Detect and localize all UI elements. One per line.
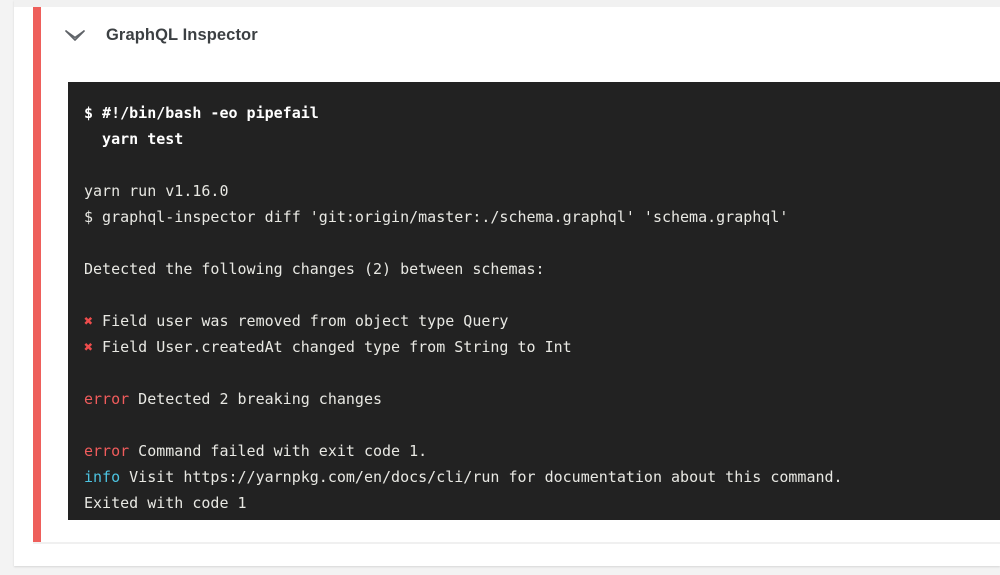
log-line: Detected the following changes (2) betwe… [84, 260, 545, 278]
chevron-down-icon[interactable] [62, 22, 88, 48]
log-line [84, 412, 990, 438]
log-line-text: Field User.createdAt changed type from S… [93, 338, 572, 356]
log-line-text: Command failed with exit code 1. [129, 442, 428, 460]
log-line: error Command failed with exit code 1. [84, 438, 990, 464]
log-tag-error: error [84, 442, 130, 460]
page-title: GraphQL Inspector [106, 25, 258, 44]
log-line: info Visit https://yarnpkg.com/en/docs/c… [84, 464, 990, 490]
log-line-text: Field user was removed from object type … [93, 312, 509, 330]
log-line: ✖ Field user was removed from object typ… [84, 308, 990, 334]
left-gutter [0, 0, 14, 575]
log-line [84, 152, 990, 178]
step-status-bar [33, 7, 41, 542]
log-tag-info: info [84, 468, 121, 486]
error-x-icon: ✖ [84, 312, 94, 330]
log-line: ✖ Field User.createdAt changed type from… [84, 334, 990, 360]
log-line-text: Visit https://yarnpkg.com/en/docs/cli/ru… [120, 468, 843, 486]
log-line: error Detected 2 breaking changes [84, 386, 990, 412]
build-step-card: GraphQL Inspector $ #!/bin/bash -eo pipe… [14, 0, 1000, 566]
step-header[interactable]: GraphQL Inspector [62, 14, 258, 56]
card-divider [33, 542, 1000, 544]
log-console-content: $ #!/bin/bash -eo pipefail yarn test yar… [68, 82, 1000, 520]
log-line: yarn test [84, 130, 184, 148]
log-line-text: Detected 2 breaking changes [129, 390, 383, 408]
log-line: Exited with code 1 [84, 494, 247, 512]
card-top-strip [14, 0, 1000, 7]
log-line [84, 360, 990, 386]
log-line [84, 230, 990, 256]
error-x-icon: ✖ [84, 338, 94, 356]
log-console[interactable]: $ #!/bin/bash -eo pipefail yarn test yar… [68, 82, 1000, 520]
log-line [84, 282, 990, 308]
log-line: yarn run v1.16.0 [84, 182, 229, 200]
log-line: $ #!/bin/bash -eo pipefail [84, 104, 319, 122]
log-tag-error: error [84, 390, 130, 408]
log-line: $ graphql-inspector diff 'git:origin/mas… [84, 208, 789, 226]
